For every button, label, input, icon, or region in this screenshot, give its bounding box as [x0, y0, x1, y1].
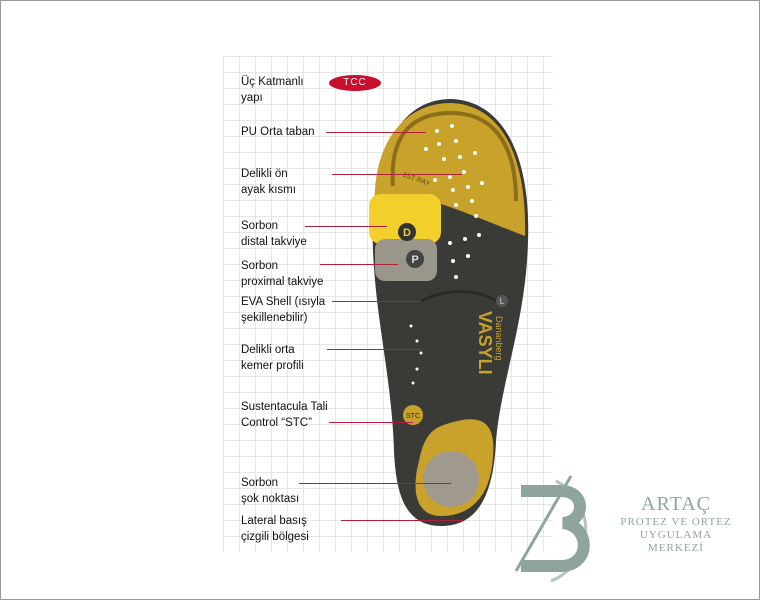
sorbon-proximal [375, 239, 437, 281]
tcc-badge: TCC [329, 75, 381, 91]
leader-line [332, 174, 462, 175]
sorbon-heel [423, 451, 479, 507]
leader-line [320, 264, 398, 265]
proximal-marker: P [411, 254, 418, 266]
side-marker: L [500, 297, 505, 306]
leader-line [326, 132, 426, 133]
pu-forefoot [374, 103, 526, 236]
sorbon-distal [369, 194, 441, 244]
logo-line1: PROTEZ VE ORTEZ [620, 516, 732, 528]
model-text: Dananberg [494, 316, 504, 361]
logo-line2: UYGULAMA MERKEZİ [639, 529, 713, 554]
logo-mark-icon [514, 475, 590, 583]
logo: ARTAÇ PROTEZ VE ORTEZ UYGULAMA MERKEZİ [611, 493, 741, 555]
stc-marker: STC [406, 413, 420, 420]
distal-marker: D [403, 227, 411, 239]
leader-line [332, 301, 420, 302]
leader-line [305, 226, 387, 227]
perforations [409, 124, 484, 385]
leader-line [299, 483, 451, 484]
label-pu-midsole: PU Orta taban [241, 126, 315, 138]
leader-line [329, 422, 413, 423]
brand-text: VASYLI [475, 311, 495, 375]
logo-title: ARTAÇ [641, 493, 711, 515]
leader-line [341, 520, 463, 521]
leader-line [327, 349, 421, 350]
